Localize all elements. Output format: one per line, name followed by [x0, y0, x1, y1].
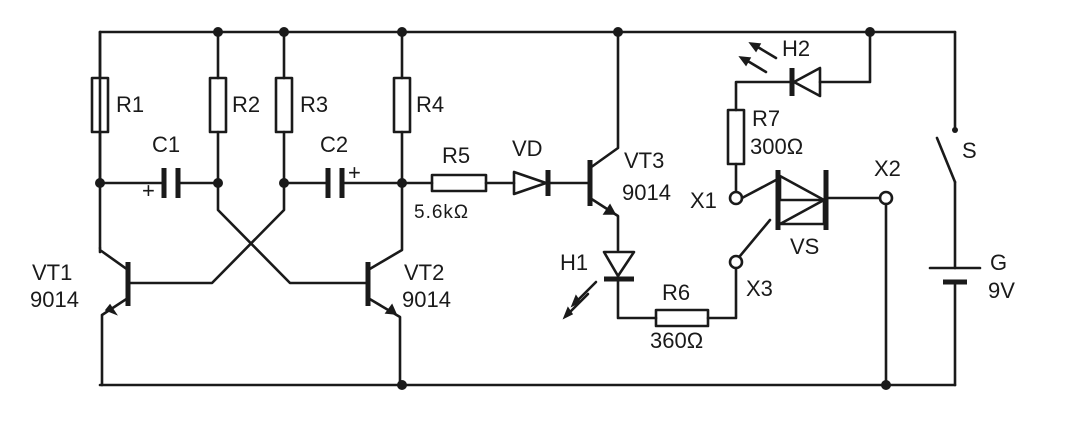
resistor-r1: R1 [90, 30, 144, 185]
r1-label: R1 [116, 92, 144, 117]
x2-label: X2 [874, 156, 901, 181]
resistor-r6: R6 360Ω [650, 266, 738, 353]
r5-label: R5 [442, 143, 470, 168]
terminal-x2: X2 [874, 156, 901, 387]
r6-label: R6 [662, 280, 690, 305]
r7-label: R7 [752, 106, 780, 131]
led-h1: H1 [560, 250, 658, 320]
c1-label: C1 [152, 132, 180, 157]
r3-label: R3 [300, 92, 328, 117]
r7-value: 300Ω [750, 134, 803, 159]
capacitor-c2: C2 + [279, 132, 407, 198]
h1-label: H1 [560, 250, 588, 275]
vd-label: VD [512, 136, 543, 161]
r5-value: 5.6kΩ [414, 202, 469, 223]
r4-label: R4 [416, 92, 444, 117]
transistor-vt1: VT1 9014 [30, 246, 131, 387]
terminal-x3: X3 [728, 254, 773, 301]
vt1-type: 9014 [30, 287, 79, 312]
cross-coupling-wires [126, 181, 370, 285]
led-h2: H2 [734, 30, 872, 112]
triac-vs: VS [738, 170, 882, 259]
resistor-r4: R4 [392, 30, 444, 185]
vt2-label: VT2 [404, 260, 444, 285]
vt2-type: 9014 [402, 287, 451, 312]
x1-label: X1 [690, 188, 717, 213]
diode-vd: VD [512, 136, 592, 196]
switch-s: S [935, 30, 977, 270]
vt1-label: VT1 [32, 260, 72, 285]
resistor-r5: R5 5.6kΩ [400, 143, 516, 223]
resistor-r3: R3 [274, 30, 328, 185]
terminal-x1: X1 [690, 188, 744, 213]
h2-label: H2 [782, 36, 810, 61]
r2-label: R2 [232, 92, 260, 117]
vs-label: VS [790, 234, 819, 259]
resistor-r7: R7 300Ω [726, 106, 803, 194]
transistor-vt3: VT3 9014 [587, 30, 671, 252]
x3-label: X3 [746, 276, 773, 301]
c2-plus: + [348, 160, 361, 185]
resistor-r2: R2 [208, 30, 260, 185]
r6-value: 360Ω [650, 328, 703, 353]
s-label: S [962, 138, 977, 163]
transistor-vt2: VT2 9014 [365, 181, 451, 387]
g-value: 9V [988, 278, 1015, 303]
c1-plus: + [142, 178, 155, 203]
capacitor-c1: C1 + [95, 132, 223, 203]
vt3-type: 9014 [622, 180, 671, 205]
battery-g: G 9V [928, 250, 1015, 387]
c2-label: C2 [320, 132, 348, 157]
vt3-label: VT3 [624, 148, 664, 173]
g-label: G [990, 250, 1007, 275]
